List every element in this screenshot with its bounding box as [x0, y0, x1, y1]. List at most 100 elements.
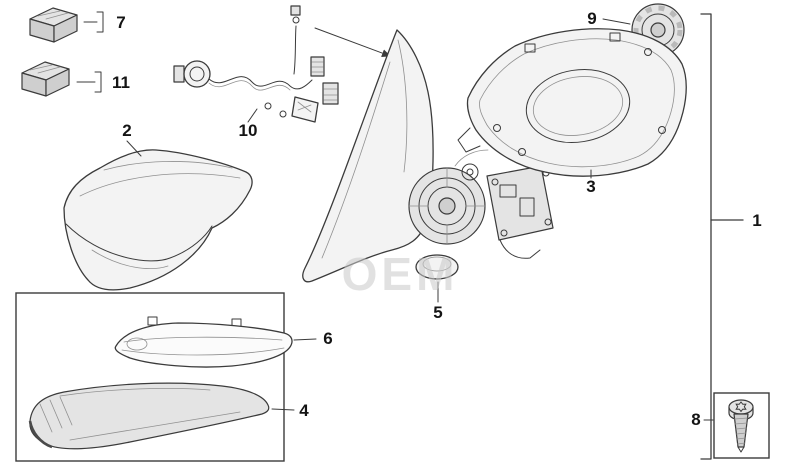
part-label-9[interactable]: 9 [587, 9, 596, 28]
box-detail [29, 64, 61, 74]
cap-lip-line [65, 223, 213, 262]
frame-hole-1 [493, 124, 501, 132]
lower-trim-drawing [28, 382, 270, 450]
motor-scallop [633, 5, 683, 55]
harness-cable-2 [208, 80, 291, 91]
callout-2: 2 [122, 121, 142, 157]
frame-clip-1 [524, 43, 536, 53]
cap5-inner [422, 256, 452, 272]
mirror-cap-drawing [63, 149, 253, 291]
install-arrow [314, 27, 391, 57]
gear-small [461, 163, 479, 181]
harness-screw-2 [279, 110, 287, 118]
box-detail [37, 10, 69, 20]
trim-dark-edge [28, 420, 53, 449]
cover-cap-drawing [415, 254, 459, 280]
actuator-spokes [408, 167, 486, 245]
actuator-wire [454, 149, 489, 167]
harness-grommet-inner [189, 66, 205, 82]
frame-opening-inner [532, 76, 624, 136]
sail-crease-2 [397, 39, 408, 173]
screw-box [713, 392, 770, 459]
callout-9: 9 [587, 9, 631, 28]
part-label-6[interactable]: 6 [323, 329, 332, 348]
box-side-face [45, 68, 70, 97]
part-label-10[interactable]: 10 [239, 121, 258, 140]
harness-screw-1 [264, 102, 272, 110]
plate-hole-1 [491, 178, 499, 186]
part-label-7[interactable]: 7 [116, 13, 125, 32]
harness-bracket [291, 96, 319, 123]
leader-6 [293, 338, 317, 341]
leader-4 [271, 408, 295, 411]
lens-line-2 [121, 347, 285, 356]
part-label-4[interactable]: 4 [299, 401, 309, 420]
sail-crease-1 [321, 61, 391, 259]
harness-stalk-head [290, 5, 301, 16]
plate-hole-4 [500, 229, 508, 237]
screw-torx-socket [735, 401, 747, 413]
screw-drawing [713, 392, 770, 459]
trim-hatch [39, 396, 73, 433]
part-label-1[interactable]: 1 [752, 211, 761, 230]
lens-tab-1 [147, 316, 158, 326]
actuator-hub [438, 197, 456, 215]
kit-box-bottom-drawing [21, 61, 70, 97]
callout-5: 5 [433, 281, 443, 322]
part-label-2[interactable]: 2 [122, 121, 131, 140]
part-label-3[interactable]: 3 [586, 177, 595, 196]
harness-grommet [183, 60, 211, 88]
trim-line-2 [69, 411, 241, 441]
lens-outline [114, 322, 293, 368]
box-side-face [53, 14, 78, 43]
kit-box-top-drawing [29, 7, 78, 43]
harness-plug-a [310, 56, 325, 77]
turn-signal-drawing [114, 316, 293, 368]
cap-outline [63, 149, 253, 291]
callout-10: 10 [239, 108, 258, 140]
sail-outline [302, 29, 434, 283]
plate-component-1 [499, 184, 517, 198]
lens-bulb [126, 337, 148, 351]
plate-hole-3 [544, 218, 552, 226]
part-label-8[interactable]: 8 [691, 410, 700, 429]
callout-7: 7 [83, 11, 126, 33]
lens-line-1 [123, 336, 283, 343]
frame-hole-2 [658, 126, 666, 134]
frame-hole-4 [518, 148, 526, 156]
callout-1: 1 [700, 13, 762, 460]
screw-tip [737, 446, 745, 453]
frame-inner-rim [479, 38, 675, 168]
part-label-5[interactable]: 5 [433, 303, 442, 322]
plate-component-2 [519, 197, 535, 217]
assembly-bracket [700, 13, 712, 460]
watermark-text: OEM [342, 248, 459, 300]
callout-4: 4 [271, 401, 309, 420]
leader-2 [126, 140, 142, 157]
frame-outline [466, 28, 687, 177]
harness-plug-b [322, 82, 339, 105]
frame-corner-tab [457, 127, 481, 153]
screw-threads [734, 417, 748, 445]
plug-a-pins [311, 61, 324, 73]
callout-8: 8 [691, 410, 714, 429]
housing-frame-drawing [457, 28, 687, 177]
leader-9 [602, 18, 631, 25]
part-label-11[interactable]: 11 [112, 73, 130, 92]
bracket-11 [76, 71, 102, 93]
cap-highlight [103, 161, 233, 171]
cap5-outline [415, 254, 459, 280]
frame-hole-3 [644, 48, 652, 56]
plate-arm [499, 239, 541, 259]
harness-stalk-joint [292, 16, 300, 24]
gear-small-hub [466, 168, 474, 176]
bracket-cross [297, 101, 312, 113]
motor-hub [650, 22, 666, 38]
bracket-7 [83, 11, 104, 33]
trim-line-1 [59, 388, 211, 397]
trim-outline [29, 382, 270, 450]
callout-6: 6 [293, 329, 333, 348]
wiring-harness-drawing [173, 5, 391, 123]
frame-clip-2 [609, 32, 621, 42]
